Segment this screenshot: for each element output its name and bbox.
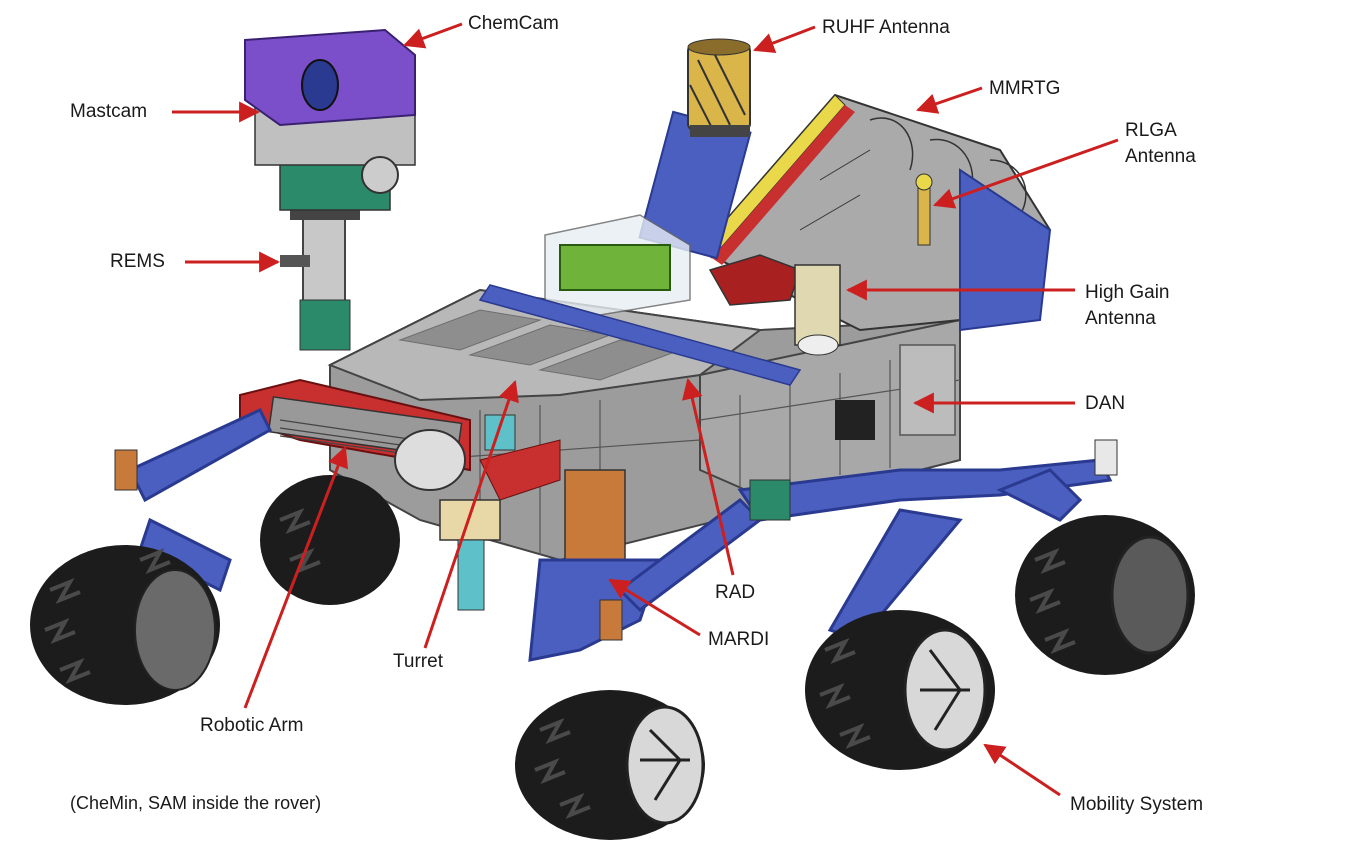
- label-mobility-system: Mobility System: [1070, 794, 1204, 815]
- wheel-hubs: [114, 439, 1118, 641]
- label-turret: Turret: [393, 651, 443, 672]
- label-dan: DAN: [1085, 393, 1126, 414]
- label-chemcam: ChemCam: [468, 13, 559, 34]
- suspension: [127, 408, 1113, 662]
- wheel-right-front: [805, 610, 995, 770]
- wheel-front-center: [515, 690, 705, 840]
- wheel-middle-left: [260, 475, 400, 605]
- wheels: [30, 475, 1195, 840]
- label-robotic-arm: Robotic Arm: [200, 715, 304, 736]
- remote-sensing-mast: [244, 28, 416, 351]
- wheel-right-rear: [1015, 515, 1195, 675]
- label-mmrtg: MMRTG: [989, 78, 1061, 99]
- label-rlga-antenna: RLGA Antenna: [1125, 118, 1255, 170]
- note-inside-rover: (CheMin, SAM inside the rover): [70, 793, 322, 813]
- label-high-gain-antenna: High Gain Antenna: [1085, 280, 1215, 332]
- ruhf-antenna: [638, 38, 752, 260]
- arrow-mobility: [983, 743, 1061, 797]
- arrow-robotic-arm: [243, 446, 349, 709]
- label-mastcam: Mastcam: [70, 101, 148, 122]
- label-rlga-line2: Antenna: [1125, 146, 1196, 167]
- callout-arrows: [172, 22, 1119, 797]
- arrow-rad: [682, 377, 735, 576]
- rover-body: [327, 288, 961, 562]
- label-ruhf-antenna: RUHF Antenna: [822, 17, 950, 38]
- arrow-ruhf: [753, 25, 816, 54]
- label-rems: REMS: [110, 251, 165, 272]
- label-rlga-line1: RLGA: [1125, 120, 1177, 141]
- label-mardi: MARDI: [708, 629, 770, 650]
- deck-instruments: [478, 173, 933, 386]
- arrow-turret: [423, 380, 519, 649]
- label-hga-line1: High Gain: [1085, 282, 1170, 303]
- arrow-chemcam: [403, 22, 463, 49]
- arrow-mmrtg: [916, 86, 983, 114]
- wheel-front-left: [30, 545, 220, 705]
- label-hga-line2: Antenna: [1085, 308, 1156, 329]
- arrow-mardi: [608, 578, 701, 637]
- robotic-arm: [239, 378, 561, 611]
- label-rad: RAD: [715, 582, 756, 603]
- arrow-rlga: [933, 138, 1119, 209]
